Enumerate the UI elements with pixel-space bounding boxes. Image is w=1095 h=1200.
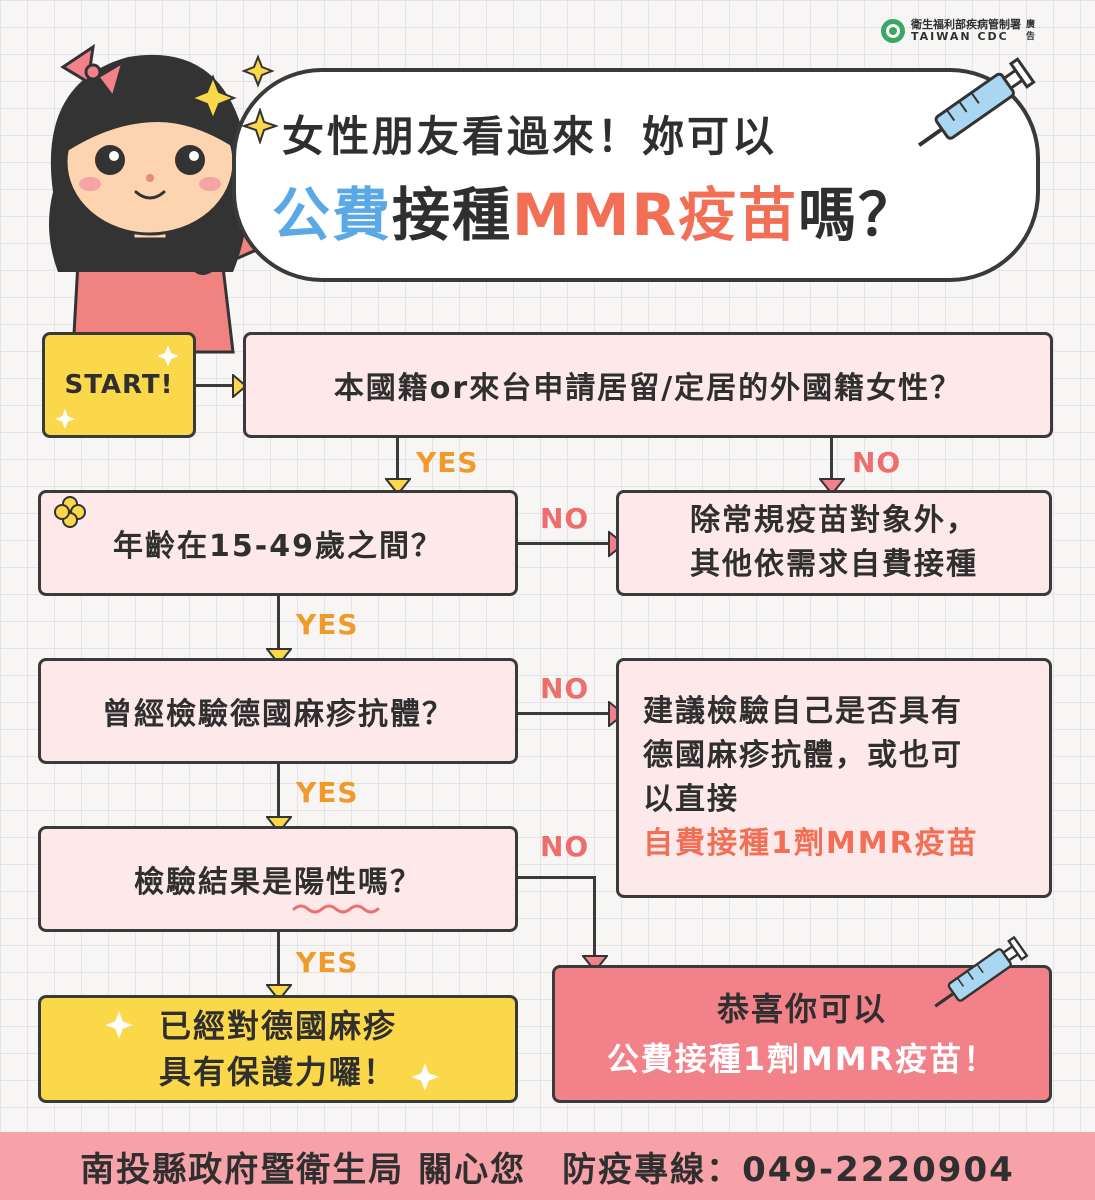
result-protected-line1: 已經對德國麻疹 [158, 1007, 397, 1045]
result-congratulations-line2: 公費接種1劑MMR疫苗！ [606, 1040, 998, 1078]
wavy-underline [292, 904, 380, 914]
connector-line [830, 438, 833, 482]
question-antibody-test: 曾經檢驗德國麻疹抗體？ [38, 658, 518, 764]
connector-line [518, 542, 612, 545]
headline-line2: 公費接種MMR疫苗嗎？ [272, 168, 918, 252]
sparkle-icon [242, 108, 278, 144]
result-protected: 已經對德國麻疹 具有保護力囉！ [38, 995, 518, 1103]
question-test-positive-b: 陽性 [294, 865, 358, 900]
yes-label: YES [296, 608, 359, 641]
result-congratulations-line1: 恭喜你可以 [716, 990, 887, 1028]
cdc-name: 衛生福利部疾病管制署 [911, 18, 1021, 31]
girl-character-illustration [49, 43, 281, 354]
connector-line [518, 712, 612, 715]
headline-public-funded: 公費 [272, 181, 393, 249]
syringe-icon [917, 57, 1036, 147]
connector-line [396, 438, 399, 482]
result-self-paid: 除常規疫苗對象外， 其他依需求自費接種 [616, 490, 1052, 596]
result-suggest-test-line3: 以直接 [643, 782, 739, 817]
connector-line [277, 764, 280, 820]
sparkle-icon [411, 1063, 439, 1091]
arrow-head-icon [819, 478, 845, 496]
question-age-text: 年齡在15-49歲之間？ [113, 529, 443, 564]
question-antibody-test-text: 曾經檢驗德國麻疹抗體？ [102, 697, 454, 732]
headline-vaccinate: 接種 [392, 181, 513, 249]
yes-label: YES [296, 946, 359, 979]
question-nationality-text: 本國籍or來台申請居留/定居的外國籍女性？ [333, 371, 963, 406]
footer-text: 南投縣政府暨衛生局 關心您 防疫專線：049-2220904 [80, 1149, 1015, 1190]
result-suggest-test-highlight: 自費接種1劑MMR疫苗 [643, 826, 979, 861]
yes-label: YES [416, 446, 479, 479]
arrow-head-icon [582, 955, 608, 973]
arrow-head-icon [385, 478, 411, 496]
connector-line [277, 596, 280, 652]
result-suggest-test-line1: 建議檢驗自己是否具有 [643, 694, 963, 729]
arrow-head-icon [266, 648, 292, 666]
cdc-emblem-icon [881, 19, 905, 43]
result-congratulations: 恭喜你可以 公費接種1劑MMR疫苗！ [552, 965, 1052, 1103]
connector-line [196, 384, 238, 387]
connector-line [518, 876, 596, 879]
headline-bubble [232, 68, 1040, 282]
question-test-positive-a: 檢驗結果是 [134, 865, 294, 900]
headline-mmr: MMR疫苗 [512, 181, 799, 249]
arrow-head-icon [232, 374, 248, 398]
result-protected-line2: 具有保護力囉！ [158, 1053, 397, 1091]
result-suggest-test: 建議檢驗自己是否具有 德國麻疹抗體，或也可 以直接 自費接種1劑MMR疫苗 [616, 658, 1052, 898]
no-label: NO [540, 502, 590, 535]
arrow-head-icon [266, 816, 292, 834]
no-label: NO [540, 830, 590, 863]
headline-line1: 女性朋友看過來！妳可以 [282, 112, 778, 161]
cdc-logo: 衛生福利部疾病管制署 TAIWAN CDC 廣告 [880, 18, 1037, 44]
question-test-positive: 檢驗結果是陽性嗎？ [38, 826, 518, 932]
result-suggest-test-line2: 德國麻疹抗體，或也可 [643, 738, 963, 773]
headline-question: 嗎？ [798, 181, 919, 249]
flower-icon [54, 496, 86, 528]
question-nationality: 本國籍or來台申請居留/定居的外國籍女性？ [243, 332, 1053, 438]
result-self-paid-line2: 其他依需求自費接種 [690, 547, 978, 582]
result-self-paid-line1: 除常規疫苗對象外， [690, 503, 978, 538]
footer-bar: 南投縣政府暨衛生局 關心您 防疫專線：049-2220904 [0, 1132, 1095, 1200]
cdc-english: TAIWAN CDC [911, 30, 1009, 43]
no-label: NO [852, 446, 902, 479]
sparkle-icon [105, 1011, 133, 1039]
yes-label: YES [296, 776, 359, 809]
no-label: NO [540, 672, 590, 705]
question-age: 年齡在15-49歲之間？ [38, 490, 518, 596]
start-label: START! [64, 370, 174, 400]
sparkle-icon [157, 345, 179, 367]
connector-line [593, 876, 596, 958]
connector-line [277, 932, 280, 988]
arrow-head-icon [266, 984, 292, 1002]
sparkle-icon [54, 408, 76, 430]
syringe-icon [934, 935, 1029, 1008]
ad-mark: 廣告 [1026, 20, 1036, 42]
question-test-positive-c: 嗎？ [358, 865, 422, 900]
